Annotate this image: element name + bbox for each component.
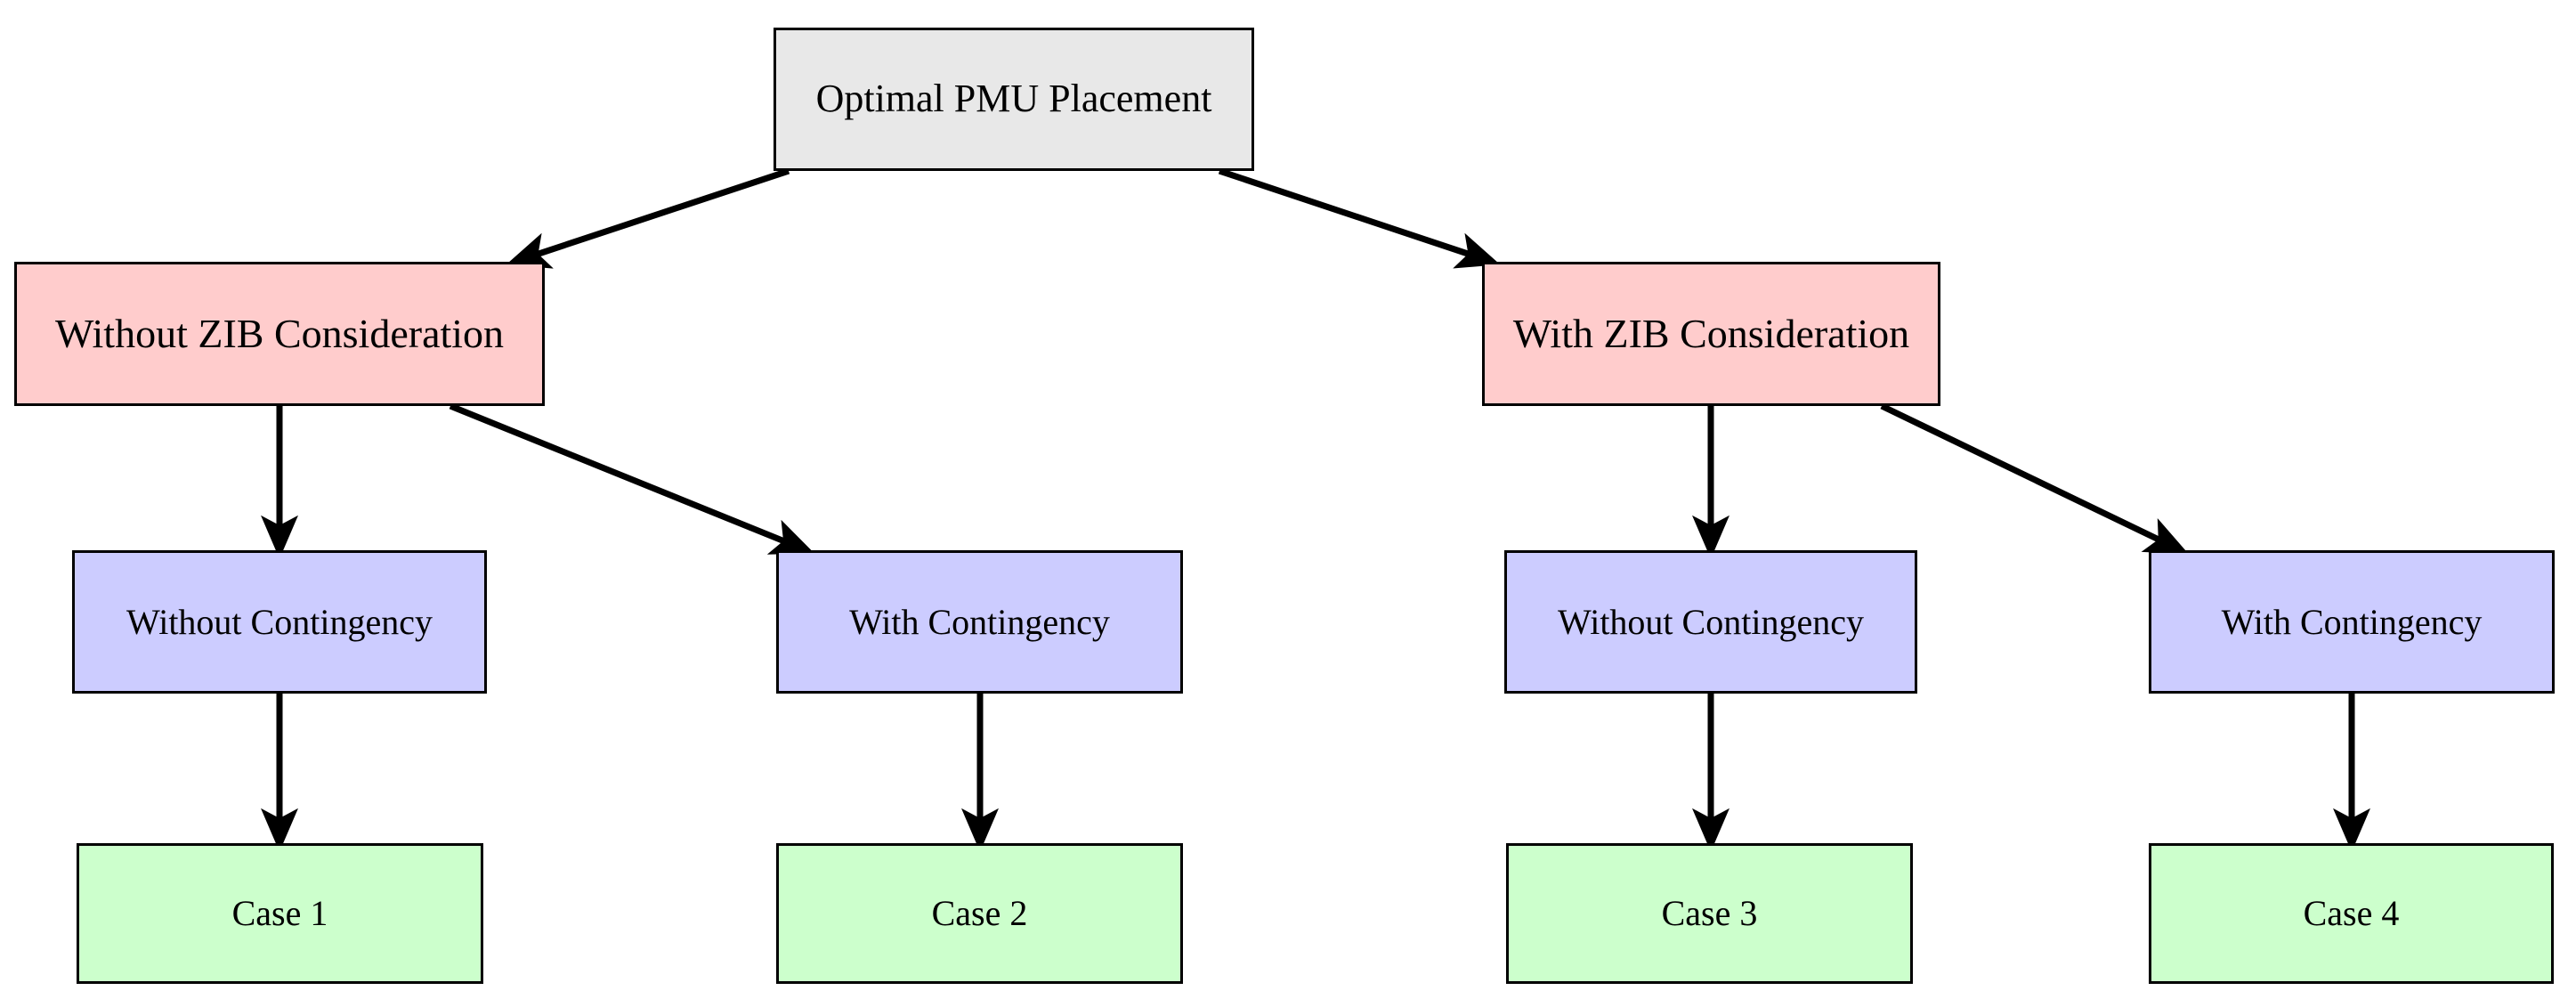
node-without-contingency-1-label: Without Contingency [126, 601, 433, 642]
node-with-contingency-2[interactable]: With Contingency [2149, 550, 2555, 694]
node-with-zib-label: With ZIB Consideration [1512, 310, 1910, 356]
node-root-label: Optimal PMU Placement [815, 77, 1212, 121]
node-case-2[interactable]: Case 2 [776, 843, 1183, 984]
node-case-4-label: Case 4 [2303, 893, 2400, 933]
node-with-contingency-1[interactable]: With Contingency [776, 550, 1183, 694]
node-with-zib[interactable]: With ZIB Consideration [1482, 262, 1940, 406]
node-case-2-label: Case 2 [931, 893, 1028, 933]
node-case-1[interactable]: Case 1 [77, 843, 483, 984]
node-case-4[interactable]: Case 4 [2149, 843, 2554, 984]
edge-with-zib-to-with-contingency-2 [1880, 402, 2189, 555]
node-without-zib[interactable]: Without ZIB Consideration [14, 262, 545, 406]
node-root[interactable]: Optimal PMU Placement [774, 28, 1254, 171]
edge-without-zib-to-with-contingency-1 [449, 402, 815, 555]
node-case-3-label: Case 3 [1661, 893, 1758, 933]
node-with-contingency-2-label: With Contingency [2221, 601, 2483, 642]
node-case-3[interactable]: Case 3 [1506, 843, 1913, 984]
node-without-zib-label: Without ZIB Consideration [54, 310, 505, 356]
node-case-1-label: Case 1 [231, 893, 328, 933]
node-without-contingency-1[interactable]: Without Contingency [72, 550, 487, 694]
node-with-contingency-1-label: With Contingency [849, 601, 1110, 642]
node-without-contingency-2[interactable]: Without Contingency [1504, 550, 1917, 694]
node-without-contingency-2-label: Without Contingency [1558, 601, 1864, 642]
edge-root-to-without-zib [506, 167, 790, 269]
edge-root-to-with-zib [1218, 167, 1501, 269]
